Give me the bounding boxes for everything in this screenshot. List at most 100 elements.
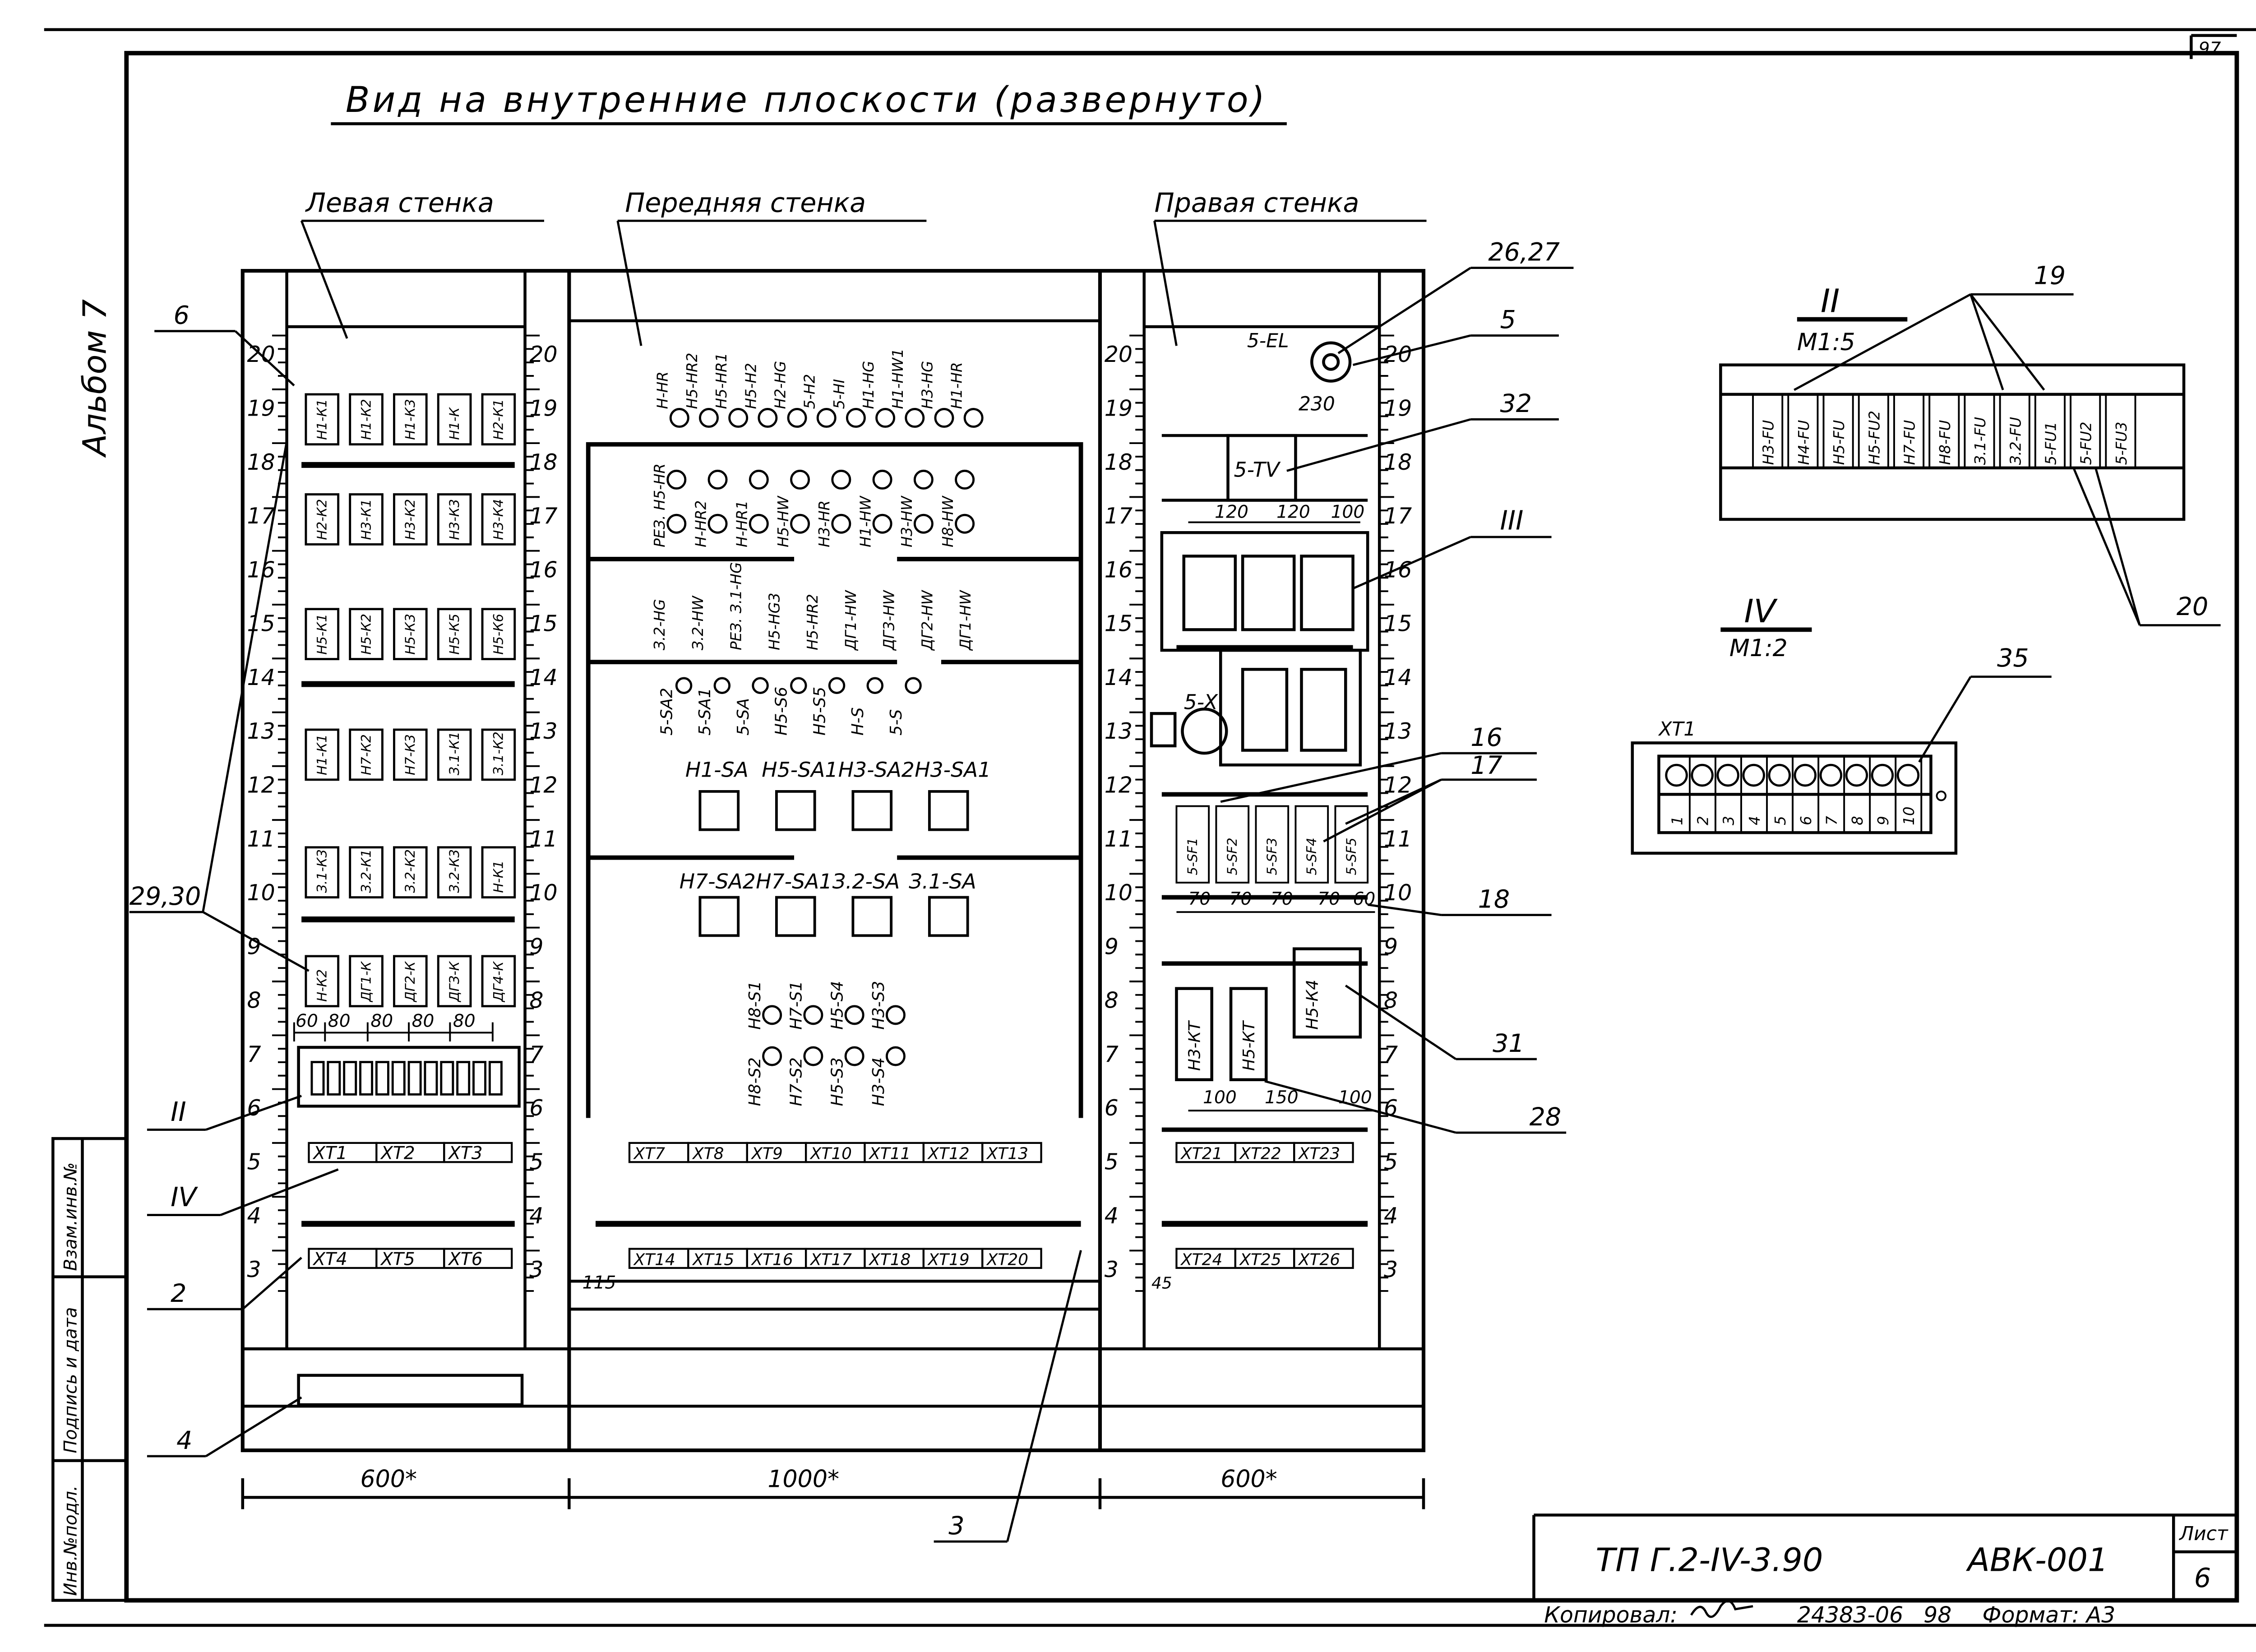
callout-29-30: 29,30 (129, 882, 201, 911)
fuse-holder (2034, 393, 2066, 469)
relay-box (481, 846, 516, 899)
lamp-label: 5-НI (831, 379, 848, 409)
switch-label: З.1-SA (909, 870, 976, 893)
switch-label: 5-SА (734, 698, 753, 736)
relay-label: Н1-К1 (314, 399, 330, 440)
terminal-screw (1768, 764, 1791, 787)
signal-lamp (955, 469, 975, 490)
rail-number: 18 (1105, 449, 1133, 475)
relay-box (349, 393, 384, 446)
detail-iv-label: IV (1744, 592, 1778, 630)
button-label: Н8-S1 (746, 981, 764, 1030)
rail-number: 16 (1105, 557, 1133, 583)
rail-number: 10 (529, 880, 557, 906)
terminal-screw (1716, 764, 1739, 787)
relay-label: З.2-К2 (402, 849, 418, 893)
rail-number: 10 (1105, 880, 1133, 906)
callout-26-27: 26,27 (1488, 238, 1560, 267)
relay-label: Н5-К3 (402, 614, 418, 655)
relay-box (393, 493, 428, 546)
switch-label: Н1-SA (685, 758, 749, 782)
terminal-number: 3 (1720, 816, 1738, 825)
dimension-value: 80 (370, 1011, 393, 1031)
rail-number: 13 (247, 718, 275, 744)
rail-number: 20 (529, 342, 557, 367)
terminal-number: 6 (1798, 816, 1815, 825)
relay-box (305, 846, 340, 899)
relay-label: Н1-К1 (314, 734, 330, 775)
rail-number: 6 (247, 1095, 261, 1121)
rail-number: 17 (529, 503, 557, 529)
rail-number: 15 (1105, 611, 1133, 637)
callout-ii: II (171, 1097, 186, 1127)
relay-label: ДГ4-К (491, 961, 506, 1002)
rail-number: 15 (529, 611, 557, 637)
circuit-breaker (1294, 805, 1329, 884)
lamp-label: Н3-НR (816, 500, 833, 547)
switch-indicator (790, 677, 807, 694)
front-width-dim: 1000* (767, 1466, 839, 1493)
lamp-5el-label: 5-EL (1247, 330, 1289, 352)
rail-number: 14 (529, 665, 557, 690)
rail-number: 15 (247, 611, 275, 637)
relay-box (349, 955, 384, 1008)
rail-number: 8 (247, 988, 261, 1013)
fuse-label: Н8-FU (1937, 420, 1954, 465)
terminal-label: ХТ15 (692, 1250, 734, 1269)
rail-number: 7 (1384, 1041, 1398, 1067)
callout-19: 19 (2034, 261, 2066, 290)
rail-number: 4 (1384, 1203, 1398, 1229)
rail-number: 11 (529, 826, 557, 852)
rail-number: 18 (247, 449, 275, 475)
switch-label: 5-SА1 (696, 688, 714, 736)
button-label: Н3-S3 (869, 981, 888, 1030)
terminal-label: ХТ23 (1298, 1145, 1340, 1163)
signal-lamp (831, 514, 851, 534)
detail-iv-scale: М1:2 (1729, 635, 1788, 662)
relay-label: ДГ1-К (358, 961, 374, 1002)
fuse-slot (359, 1061, 374, 1096)
front-wall-label: Передняя стенка (625, 188, 866, 218)
switch-label: Н7-SA2 (680, 870, 756, 893)
signal-lamp (934, 408, 954, 428)
rail-number: 3 (529, 1257, 543, 1282)
rail-number: 19 (1384, 395, 1412, 421)
relay-box (437, 846, 472, 899)
terminal-number: 10 (1900, 806, 1918, 825)
lamp-label: Н5-НR2 (804, 594, 821, 650)
terminal-label: ХТ9 (751, 1145, 783, 1163)
signal-lamp (790, 469, 810, 490)
relay-label: Н5-К6 (491, 614, 506, 655)
fuse-slot (472, 1061, 487, 1096)
circuit-breaker (1334, 805, 1369, 884)
relay-box (437, 393, 472, 446)
relay-box (393, 846, 428, 899)
relay-box (437, 728, 472, 781)
signal-lamp (749, 469, 769, 490)
page-title: Вид на внутренние плоскости (развернуто) (346, 79, 1265, 120)
fuse-slot (327, 1061, 341, 1096)
fuse-label: Н3-FU (1760, 420, 1777, 465)
terminal-label: ХТ25 (1239, 1250, 1281, 1269)
end-stop (1936, 790, 1947, 801)
signal-lamp (707, 514, 728, 534)
rail-number: 13 (1105, 718, 1133, 744)
callout-32: 32 (1500, 389, 1531, 418)
fuse-slot (343, 1061, 357, 1096)
left-fuse-block (310, 1061, 503, 1096)
lamp-label: Н1-НR (948, 362, 966, 409)
relay-box (437, 493, 472, 546)
left-wall-label: Левая стенка (305, 188, 494, 218)
rail-number: 12 (1384, 773, 1412, 798)
fuse-slot (488, 1061, 503, 1096)
selector-switch (928, 790, 969, 831)
callout-6: 6 (174, 301, 190, 330)
terminal-label: ХТ6 (448, 1249, 483, 1269)
rail-number: 8 (529, 988, 543, 1013)
relay-label: ДГЗ-К (447, 961, 462, 1003)
terminal-label: ХТ21 (1180, 1145, 1222, 1163)
rail-number: 14 (247, 665, 275, 690)
